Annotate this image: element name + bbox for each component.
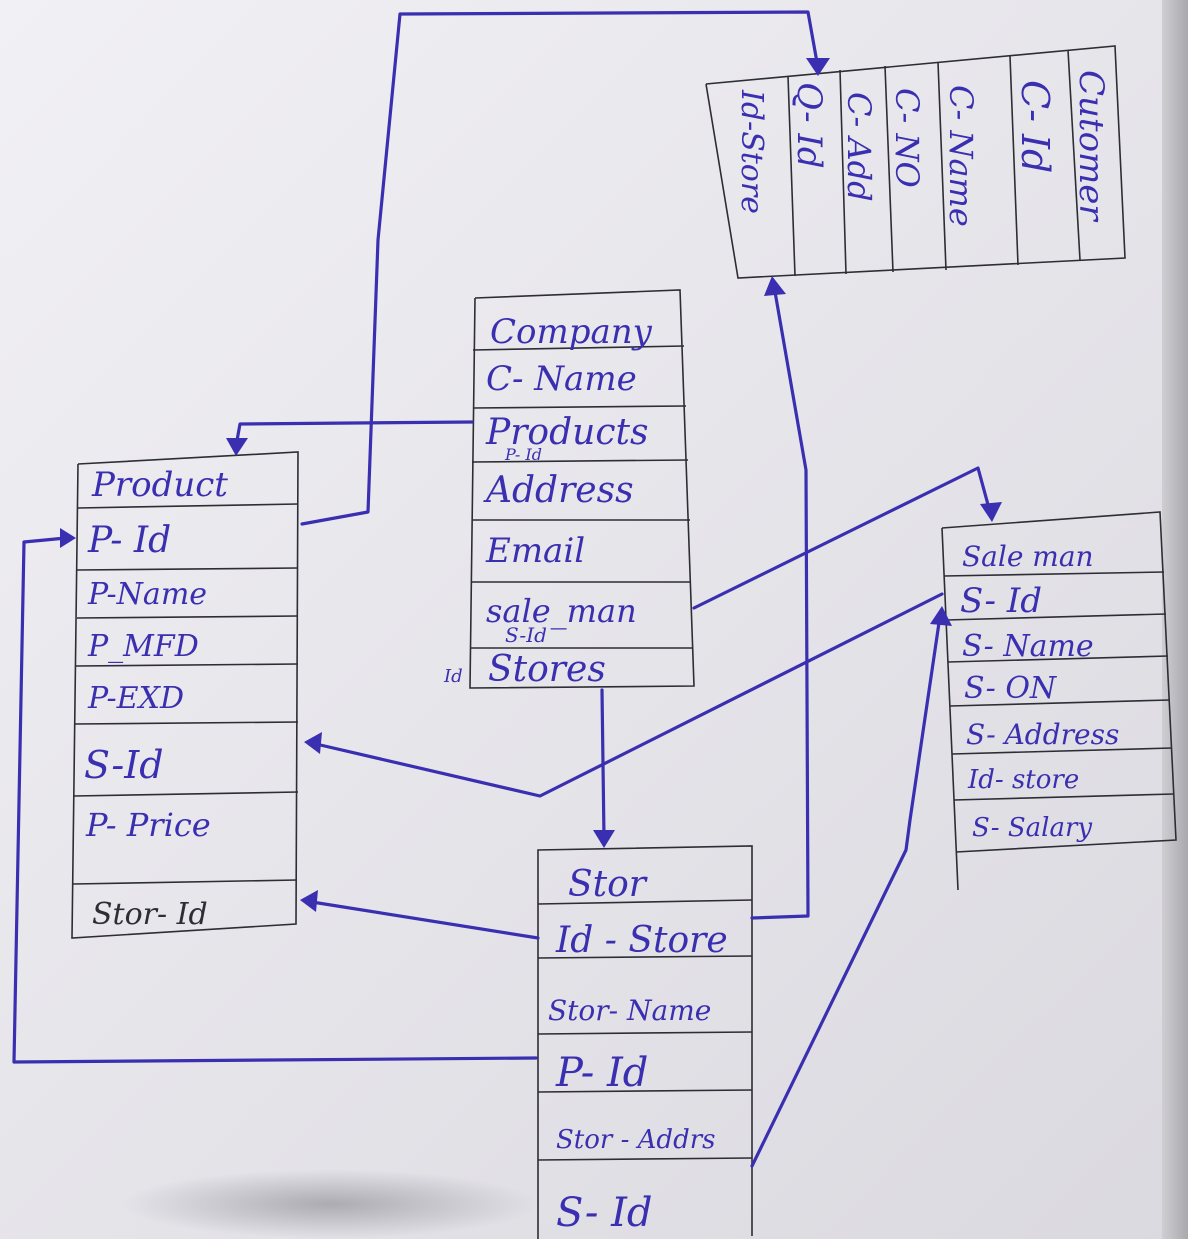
store-row-divider [537,1031,753,1035]
salesman-row-divider [947,655,1169,663]
company-title: Company [490,312,653,352]
store-table-border [537,845,753,1239]
customer-col-divider [787,75,796,277]
product-table: Product P- Id P-Name P_MFD P-EXD S-Id P-… [71,451,299,939]
store-field-stor-name: Stor- Name [548,994,711,1027]
customer-field-c-add: C- Add [840,92,878,202]
arrowhead [60,528,76,548]
company-field-c-name: C- Name [486,359,637,399]
salesman-field-s-on: S- ON [964,671,1058,706]
arrowhead [304,732,322,754]
arrowhead [764,276,786,296]
product-table-border [71,451,299,939]
company-row-divider [471,459,689,463]
company-row-divider [472,405,687,409]
store-row-divider [537,1089,753,1093]
arrowhead [980,502,1002,522]
company-table-border [469,289,695,689]
customer-field-q-id: Q- Id [789,82,829,169]
connector-store-to-product [310,900,540,940]
product-title: Product [91,465,228,505]
customer-table-border [705,45,1126,279]
product-field-p-id: P- Id [87,520,171,561]
arrowhead [300,890,318,912]
relationship-connectors [12,10,1002,1168]
salesman-row-divider [943,571,1165,577]
store-row-divider [537,1157,753,1161]
product-field-p-price: P- Price [85,806,211,844]
product-row-divider [76,567,299,571]
customer-col-divider [839,69,847,275]
customer-field-c-name: C- Name [942,85,980,227]
connector-product-to-customer [300,10,820,526]
customer-col-divider [1067,49,1081,261]
company-table: Company C- Name Products P- Id Address E… [443,289,695,690]
connector-store-to-customer [750,284,810,920]
salesman-table-border [941,511,1177,853]
customer-col-divider [937,61,947,271]
product-field-stor-id: Stor- Id [92,897,208,932]
product-row-divider [75,663,299,667]
company-field-stores: Stores [488,649,606,690]
connector-store-to-product-pid [12,536,538,1064]
customer-table: Cutomer C- Id C- Name C- NO C- Add Q- Id… [705,45,1126,279]
arrowhead [593,830,615,848]
customer-field-c-id: C- Id [1013,80,1057,173]
company-note-sale-man-sid: S-Id [505,623,547,647]
product-row-divider [73,791,299,797]
shadow [120,1169,540,1239]
salesman-table: Sale man S- Id S- Name S- ON S- Address … [941,511,1177,891]
customer-field-c-no: C- NO [888,88,926,188]
company-note-products-pid: P- Id [504,445,542,464]
salesman-field-s-id: S- Id [960,581,1042,621]
product-field-p-name: P-Name [87,577,207,612]
connector-store-to-salesman [750,614,942,1168]
arrowhead [806,58,830,76]
company-note-stores-id: Id [443,666,463,687]
connector-company-to-salesman [692,466,992,610]
salesman-table-left-edge [941,527,959,891]
salesman-field-id-store: Id- store [967,765,1079,795]
salesman-field-s-salary: S- Salary [972,813,1092,843]
product-row-divider [74,721,299,725]
store-row-divider [537,899,753,905]
customer-col-divider [1009,55,1019,266]
company-row-divider [472,345,685,351]
salesman-field-s-address: S- Address [966,718,1119,751]
store-table: Stor Id - Store Stor- Name P- Id Stor - … [537,845,753,1239]
salesman-title: Sale man [962,540,1094,573]
product-row-divider [77,503,299,509]
salesman-row-divider [953,793,1175,801]
salesman-row-divider [949,699,1171,707]
customer-title: Cutomer [1071,70,1111,222]
arrowhead [226,438,248,456]
paper-edge [1162,0,1188,1239]
store-field-s-id: S- Id [556,1190,653,1236]
arrowhead [930,606,952,626]
company-field-sale-man: sale_man [486,592,637,630]
store-field-id-store: Id - Store [555,920,728,961]
company-field-products: Products [485,412,648,453]
salesman-row-divider [945,613,1167,621]
product-row-divider [72,879,298,885]
salesman-row-divider [951,747,1173,755]
product-field-p-exd: P-EXD [87,681,184,716]
connector-company-to-product [234,420,474,448]
company-field-address: Address [483,470,634,511]
product-field-s-id: S-Id [84,743,164,787]
product-row-divider [76,615,299,619]
customer-field-id-store: Id-Store [734,89,769,214]
customer-col-divider [884,65,894,273]
product-field-p-mfd: P_MFD [87,629,199,664]
store-title: Stor [568,864,648,905]
company-field-email: Email [485,531,585,571]
salesman-field-s-name: S- Name [962,629,1094,664]
store-row-divider [537,955,753,959]
store-field-p-id: P- Id [555,1050,648,1096]
store-field-stor-addrs: Stor - Addrs [556,1125,716,1155]
